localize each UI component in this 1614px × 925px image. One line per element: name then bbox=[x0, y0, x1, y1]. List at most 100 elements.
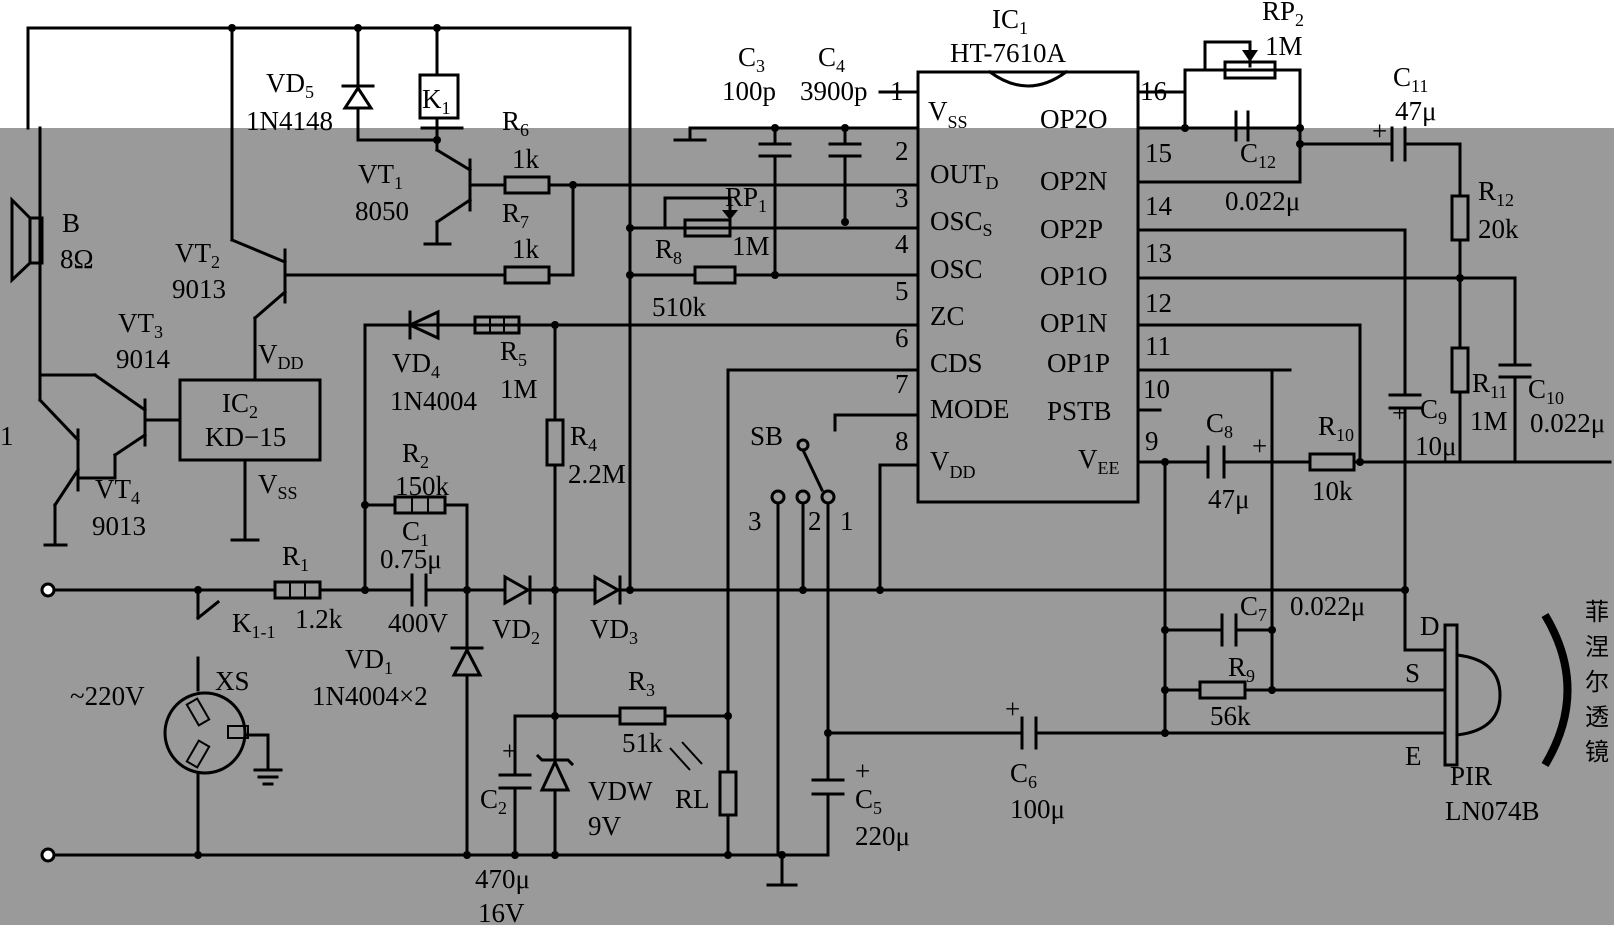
ic1-pin1-num: 1 bbox=[890, 76, 904, 106]
r9-ref: R9 bbox=[1228, 652, 1255, 686]
k1-ref: K1 bbox=[422, 84, 451, 118]
c10-ref: C10 bbox=[1528, 374, 1564, 408]
switch-pos-1: 1 bbox=[840, 506, 854, 536]
vd4-diode-symbol bbox=[406, 309, 440, 341]
ic1-pin4-name: OSC bbox=[930, 254, 983, 284]
c3-ref: C3 bbox=[738, 42, 765, 76]
ic1-pin3-num: 3 bbox=[895, 183, 909, 213]
vt1-part: 8050 bbox=[355, 196, 409, 226]
c7-ref: C7 bbox=[1240, 591, 1267, 625]
k11-ref: K1-1 bbox=[232, 608, 276, 642]
r10-val: 10k bbox=[1312, 476, 1353, 506]
c1-val: 0.75μ bbox=[380, 544, 442, 574]
ic1-pin9-num: 9 bbox=[1145, 426, 1159, 456]
ic1-pin3-name: OSCS bbox=[930, 206, 993, 240]
ic2-part: KD−15 bbox=[205, 422, 286, 452]
c4-val: 3900p bbox=[800, 76, 868, 106]
vdw-zener-symbol bbox=[539, 758, 571, 792]
vd4-part: 1N4004 bbox=[390, 386, 477, 416]
r11-resistor bbox=[1450, 346, 1470, 394]
c9-ref: C9 bbox=[1420, 394, 1447, 428]
r5-val: 1M bbox=[500, 374, 538, 404]
ic1-pin2-num: 2 bbox=[895, 136, 909, 166]
c1-ref: C1 bbox=[402, 516, 429, 550]
lens-char-5: 镜 bbox=[1585, 738, 1609, 766]
r8-resistor bbox=[693, 265, 737, 285]
ic1-ref: IC1 bbox=[992, 4, 1028, 38]
lens-char-1: 菲 bbox=[1585, 598, 1609, 626]
c5-plus: + bbox=[855, 756, 870, 786]
switch-pos-3: 3 bbox=[748, 506, 762, 536]
c2-ref: C2 bbox=[480, 784, 507, 818]
ic1-pin12-num: 12 bbox=[1145, 288, 1172, 318]
c5-val: 220μ bbox=[855, 821, 910, 851]
ic1-pin5-name: ZC bbox=[930, 301, 965, 331]
ic1-pin6-name: CDS bbox=[930, 348, 983, 378]
c6-val: 100μ bbox=[1010, 794, 1065, 824]
r7-ref: R7 bbox=[502, 198, 529, 232]
r11-ref: R11 bbox=[1472, 368, 1507, 402]
ic1-pin2-name: OUTD bbox=[930, 159, 999, 193]
ic2-vdd: VDD bbox=[258, 339, 304, 373]
rp1-val: 1M bbox=[732, 231, 770, 261]
ic2-ref: IC2 bbox=[222, 388, 258, 422]
vt2-part: 9013 bbox=[172, 274, 226, 304]
c5-ref: C5 bbox=[855, 784, 882, 818]
r4-val: 2.2M bbox=[568, 459, 626, 489]
c9-plus: + bbox=[1392, 398, 1407, 428]
ic1-pin13-name: OP1O bbox=[1040, 261, 1108, 291]
r1-val: 1.2k bbox=[295, 604, 343, 634]
r3-val: 51k bbox=[622, 728, 663, 758]
vt3-part: 9014 bbox=[116, 344, 171, 374]
ic1-pin15-name: OP2N bbox=[1040, 166, 1108, 196]
k1-relay-coil bbox=[418, 73, 460, 120]
rp1-ref: RP1 bbox=[725, 182, 767, 216]
c4-ref: C4 bbox=[818, 42, 845, 76]
ic1-pin7-name: MODE bbox=[930, 394, 1010, 424]
c11-ref: C11 bbox=[1393, 62, 1428, 96]
fresnel-lens-icon bbox=[1541, 612, 1572, 768]
ic1-pin10-name: PSTB bbox=[1047, 396, 1112, 426]
ic1-pin15-num: 15 bbox=[1145, 138, 1172, 168]
ic1-pin8-name: VDD bbox=[930, 446, 976, 482]
r3-resistor bbox=[618, 706, 667, 726]
r5-ref: R5 bbox=[500, 336, 527, 370]
r4-ref: R4 bbox=[570, 421, 597, 455]
vd3-ref: VD3 bbox=[590, 614, 638, 648]
xs-label: XS bbox=[215, 666, 250, 696]
c2-val: 470μ bbox=[475, 864, 530, 894]
r1-resistor bbox=[273, 580, 322, 600]
pir-sensor-body bbox=[1443, 623, 1459, 767]
lens-char-4: 透 bbox=[1585, 703, 1609, 731]
c2-volt: 16V bbox=[478, 898, 525, 925]
c1-volt: 400V bbox=[388, 608, 449, 638]
ic1-pin7-num: 7 bbox=[895, 369, 909, 399]
c7-val: 0.022μ bbox=[1290, 591, 1365, 621]
r9-resistor bbox=[1198, 680, 1247, 700]
r6-val: 1k bbox=[512, 144, 540, 174]
r4-resistor bbox=[545, 418, 565, 467]
r8-val: 510k bbox=[652, 292, 707, 322]
c2-plus: + bbox=[502, 736, 517, 766]
rp1-potentiometer bbox=[683, 218, 732, 238]
socket-xs bbox=[163, 691, 247, 775]
vt1-ref: VT1 bbox=[358, 159, 403, 193]
vt3-ref: VT3 bbox=[118, 308, 163, 342]
vd2-diode-symbol bbox=[503, 574, 532, 606]
rl-photoresistor bbox=[718, 770, 738, 817]
components bbox=[10, 24, 1572, 863]
vdw-ref: VDW bbox=[588, 776, 653, 806]
vdw-val: 9V bbox=[588, 811, 622, 841]
r8-ref: R8 bbox=[655, 234, 682, 268]
r12-val: 20k bbox=[1478, 214, 1519, 244]
vd5-diode-symbol bbox=[342, 85, 374, 110]
ic1-pin14-num: 14 bbox=[1145, 191, 1173, 221]
r9-val: 56k bbox=[1210, 701, 1251, 731]
ic1-pin5-num: 5 bbox=[895, 276, 909, 306]
c8-ref: C8 bbox=[1206, 408, 1233, 442]
pir-part: LN074B bbox=[1445, 796, 1540, 826]
ic1-pin13-num: 13 bbox=[1145, 238, 1172, 268]
